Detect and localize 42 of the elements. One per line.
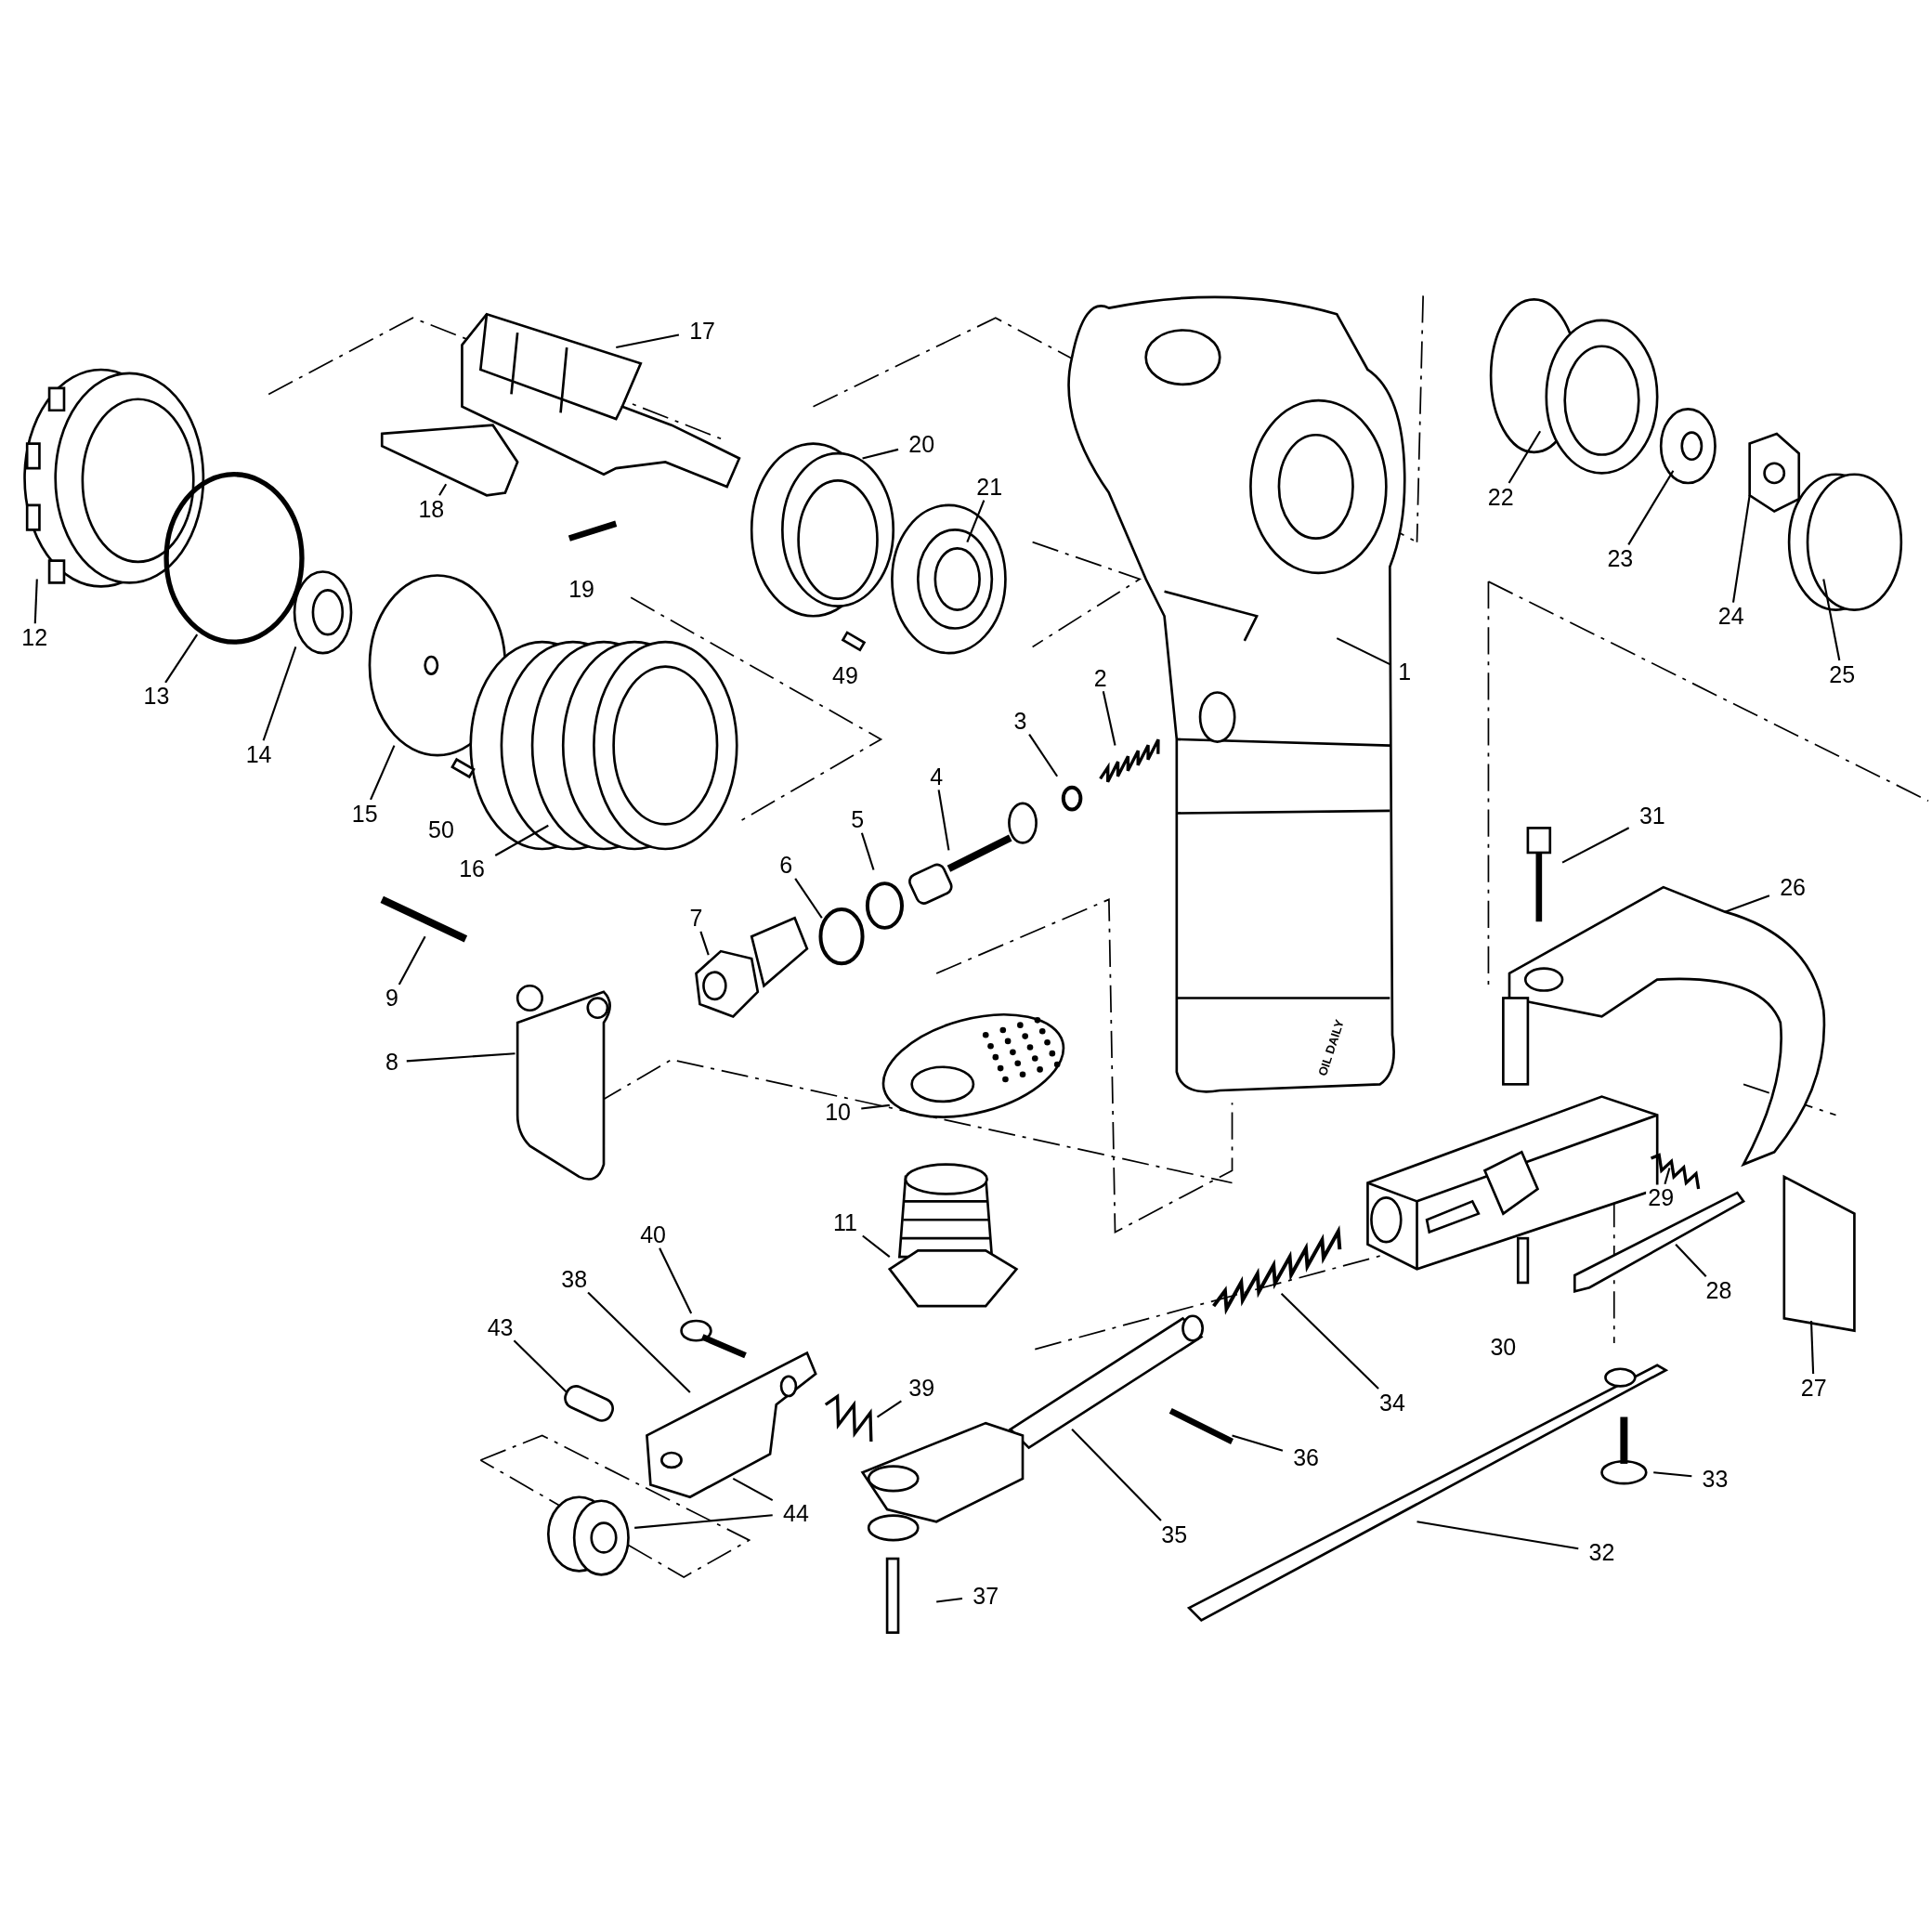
- leader-line: [862, 448, 899, 460]
- leader-line: [398, 935, 426, 986]
- leader-line: [1653, 1471, 1692, 1478]
- leader-line: [1102, 690, 1116, 746]
- leader-line: [1664, 1168, 1671, 1185]
- leader-line: [1731, 495, 1751, 603]
- leader-line: [1822, 579, 1841, 661]
- leader-line: [1028, 734, 1059, 777]
- leader-line: [1071, 1429, 1162, 1521]
- leader-line: [937, 790, 950, 851]
- leader-line: [513, 1339, 568, 1393]
- leader-line: [1232, 1434, 1284, 1452]
- leader-line: [732, 1477, 774, 1502]
- leader-line: [966, 500, 986, 543]
- leader-line: [1508, 430, 1542, 484]
- leader-line: [262, 646, 297, 741]
- leader-line: [861, 1103, 890, 1110]
- handle-marking: OIL DAILY: [1314, 1017, 1347, 1077]
- leader-line: [494, 824, 549, 856]
- leader-line: [164, 633, 199, 684]
- leader-line: [1627, 470, 1675, 545]
- leader-line: [370, 745, 396, 801]
- leader-line: [699, 931, 710, 956]
- leader-line: [587, 1291, 691, 1393]
- leader-line: [1724, 894, 1770, 913]
- leader-line: [33, 579, 38, 624]
- leader-line: [1809, 1321, 1815, 1375]
- leader-line: [1675, 1244, 1707, 1277]
- leader-line: [1280, 1293, 1379, 1390]
- leader-line: [1336, 637, 1390, 666]
- leader-line: [616, 333, 680, 349]
- leader-line: [659, 1247, 693, 1314]
- leader-line: [1561, 827, 1630, 864]
- leader-line: [438, 483, 448, 496]
- leader-line: [406, 1052, 516, 1063]
- leader-line: [860, 832, 875, 870]
- leader-line: [1416, 1521, 1579, 1550]
- leader-line: [634, 1514, 773, 1529]
- leader-line: [862, 1234, 891, 1258]
- leader-line: [936, 1597, 963, 1603]
- leader-line: [794, 878, 823, 919]
- leader-line: [876, 1400, 902, 1418]
